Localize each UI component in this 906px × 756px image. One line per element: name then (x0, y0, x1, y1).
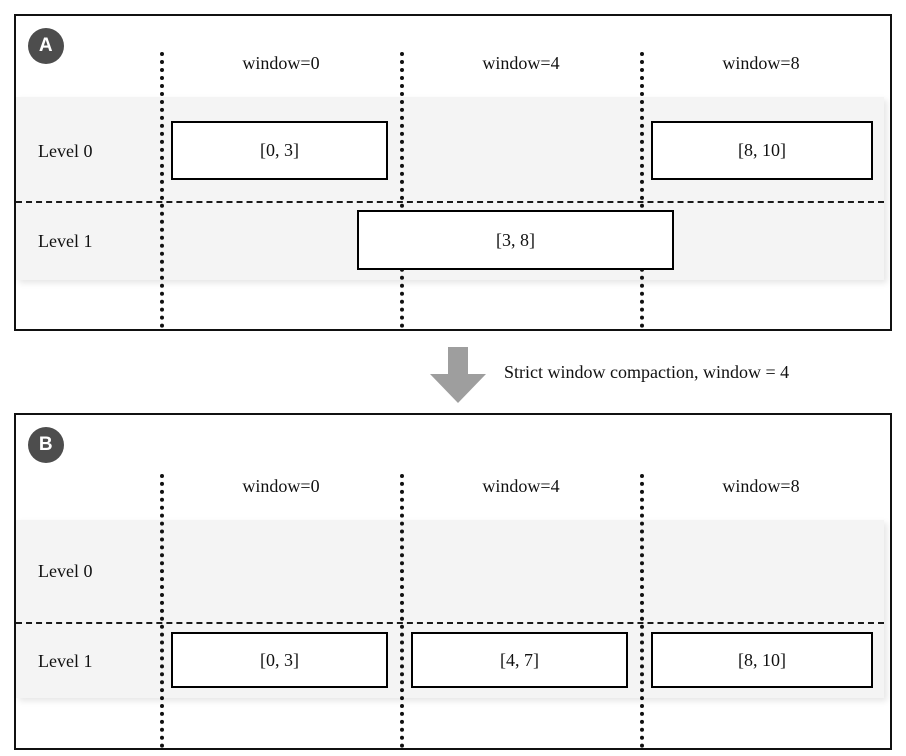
down-arrow-icon (430, 347, 486, 403)
panel-b-interval-box-0[interactable]: [0, 3] (171, 632, 388, 688)
panel-b-window-label-0: window=0 (242, 476, 320, 496)
panel-a-level-label-1: Level 1 (38, 231, 93, 251)
panel-b-window-label-2: window=8 (722, 476, 800, 496)
panel-b-window-label-1: window=4 (482, 476, 560, 496)
panel-a-window-divider-2 (640, 52, 644, 328)
panel-b-window-divider-2 (640, 474, 644, 748)
panel-a-window-label-2: window=8 (722, 53, 800, 73)
panel-b-level-separator (16, 622, 884, 624)
panel-a-level-separator (16, 201, 884, 203)
panel-a-window-label-1: window=4 (482, 53, 560, 73)
panel-a-window-divider-1 (400, 52, 404, 328)
panel-b-badge: B (28, 427, 64, 463)
panel-a-interval-box-2[interactable]: [3, 8] (357, 210, 674, 270)
panel-b-interval-box-2[interactable]: [8, 10] (651, 632, 873, 688)
panel-b-level-label-0: Level 0 (38, 561, 93, 581)
panel-a-badge: A (28, 28, 64, 64)
transition-arrow (426, 347, 490, 403)
transition-caption: Strict window compaction, window = 4 (504, 362, 790, 382)
panel-a-level-label-0: Level 0 (38, 141, 93, 161)
panel-b-window-divider-0 (160, 474, 164, 748)
panel-a-window-divider-0 (160, 52, 164, 328)
panel-b-level-label-1: Level 1 (38, 651, 93, 671)
panel-a-interval-box-1[interactable]: [8, 10] (651, 121, 873, 180)
panel-a-interval-box-0[interactable]: [0, 3] (171, 121, 388, 180)
panel-b-interval-box-1[interactable]: [4, 7] (411, 632, 628, 688)
panel-b-window-divider-1 (400, 474, 404, 748)
panel-a-window-label-0: window=0 (242, 53, 320, 73)
